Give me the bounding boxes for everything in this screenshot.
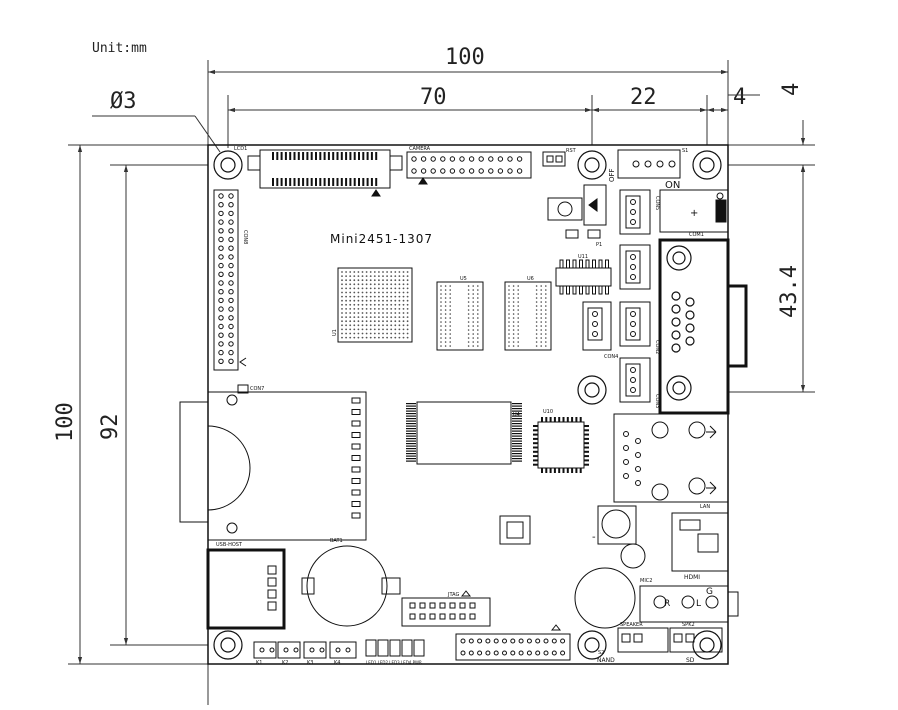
lan-jack [613, 413, 729, 503]
label-u6: U6 [527, 276, 534, 282]
label-speaker: SPEAKER [620, 622, 643, 628]
label-mic2: MIC2 [640, 578, 652, 584]
dim-width-22: 22 [630, 85, 657, 110]
cpu-bga [337, 267, 413, 343]
label-u5: U5 [460, 276, 467, 282]
label-l: L [696, 599, 701, 609]
right-connectors [582, 189, 651, 403]
label-jtag: JTAG [447, 592, 459, 598]
label-lcd1: LCD1 [234, 146, 247, 152]
label-lan: LAN [700, 504, 710, 510]
mounting-holes [213, 150, 722, 660]
label-usb-host: USB-HOST [216, 542, 243, 548]
label-con3: CON3 [654, 394, 660, 408]
chip-u10 [533, 417, 589, 473]
dim-width-4: 4 [733, 85, 746, 110]
dc-jack [659, 189, 729, 233]
label-g: G [706, 587, 713, 597]
label-con5: CON5 [654, 196, 660, 210]
led-row [365, 639, 425, 657]
lcd-connector [247, 149, 403, 197]
dim-height-92: 92 [98, 414, 123, 441]
label-spk2: SPK2 [682, 622, 695, 628]
small-chip [499, 515, 531, 545]
board-name: Mini2451-1307 [330, 232, 433, 246]
label-sd: SD [686, 657, 695, 664]
battery-bat1 [301, 545, 401, 627]
label-hdmi: HDMI [684, 574, 700, 581]
memory-u5 [436, 281, 484, 351]
label-s2: S2 [598, 650, 604, 656]
left-gpio-header [213, 189, 247, 371]
label-con2: CON2 [654, 340, 660, 354]
label-u4: U4 [513, 412, 520, 418]
hdmi-connector [671, 512, 729, 572]
label-k4: K4 [334, 660, 340, 666]
label-plus: + [690, 208, 698, 219]
label-k3: K3 [307, 660, 313, 666]
sd-card-socket [179, 384, 367, 541]
speaker-headers [617, 627, 723, 653]
dim-right-4: 4 [779, 83, 804, 96]
label-r: R [664, 599, 670, 609]
speaker-buzzer [574, 505, 646, 629]
power-switch [617, 149, 681, 179]
label-s1: S1 [682, 148, 688, 154]
com1-db9 [658, 238, 748, 415]
chip-u11 [555, 259, 612, 295]
label-k1: K1 [256, 660, 262, 666]
reset-button [547, 184, 607, 239]
key-buttons [253, 641, 357, 659]
label-com1: COM1 [689, 232, 704, 238]
bottom-expansion-header [455, 624, 571, 661]
usb-host-port [206, 548, 286, 630]
label-u10: U10 [543, 409, 553, 415]
dim-right-43-4: 43.4 [777, 265, 802, 318]
dim-hole-diameter: Ø3 [110, 89, 137, 114]
label-led-row: LED1 LED2 LED3 LED4 PWR [366, 660, 422, 665]
jtag-header [401, 590, 491, 627]
rst-header [542, 151, 566, 167]
dimension-lines [68, 60, 815, 705]
memory-u6 [504, 281, 552, 351]
label-u1: U1 [332, 329, 338, 336]
dim-overall-height: 100 [53, 402, 78, 442]
label-k2: K2 [282, 660, 288, 666]
camera-header [406, 151, 532, 185]
label-bat1: BAT1 [330, 538, 343, 544]
label-rst: RST [566, 148, 577, 154]
dim-width-70: 70 [420, 85, 447, 110]
audio-jack [639, 585, 739, 623]
label-con7: CON7 [250, 386, 264, 392]
nand-flash-u4 [406, 401, 522, 465]
label-off: OFF [608, 168, 616, 182]
label-nand: NAND [597, 657, 615, 664]
dim-overall-width: 100 [445, 45, 485, 70]
label-on: ON [665, 180, 680, 191]
label-camera: CAMERA [409, 146, 431, 152]
label-p1: P1 [596, 242, 602, 248]
label-con4: CON4 [604, 354, 618, 360]
label-minus: - [592, 532, 596, 543]
label-con-left: CON8 [242, 230, 248, 244]
unit-note: Unit:mm [92, 41, 147, 56]
label-u11: U11 [578, 254, 588, 260]
